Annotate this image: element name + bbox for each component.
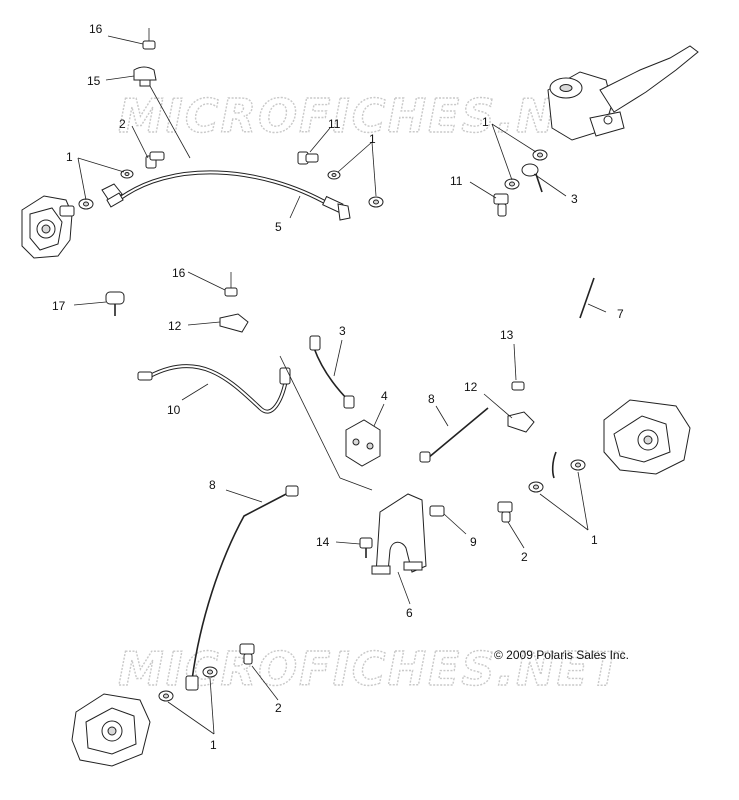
callout-6: 6 [406, 606, 413, 620]
callout-11-top: 11 [328, 117, 341, 131]
callout-10: 10 [167, 403, 181, 417]
clamp-12-mid [219, 313, 249, 333]
front-left-caliper [21, 195, 75, 259]
callout-16-mid: 16 [172, 266, 186, 280]
callout-labels: 16 15 2 11 1 1 5 1 11 3 16 17 12 7 3 13 … [52, 22, 624, 752]
clamp-12-right [507, 411, 535, 433]
brake-line-10 [137, 364, 291, 414]
callout-1-master: 1 [482, 115, 489, 129]
brake-line-3-mid [309, 335, 355, 409]
callout-2-top: 2 [119, 117, 126, 131]
callout-14: 14 [316, 535, 330, 549]
watermark-bottom: MICROFICHES.NET [118, 642, 625, 696]
rod-7 [579, 277, 595, 319]
washers-rear [158, 666, 218, 702]
callout-12-right: 12 [464, 380, 478, 394]
callout-13: 13 [500, 328, 514, 342]
banjo-bolt-2-bottom [239, 643, 255, 665]
callout-16-top: 16 [89, 22, 103, 36]
washers-top-left [78, 169, 384, 210]
brake-line-8-right [419, 407, 489, 463]
callout-3-mid: 3 [339, 324, 346, 338]
rear-caliper [71, 693, 151, 767]
leader-lines [73, 35, 607, 735]
junction-block-4 [345, 419, 381, 467]
bolt-16-top [142, 28, 156, 50]
bolt-9 [429, 505, 445, 517]
copyright-notice: © 2009 Polaris Sales Inc. [494, 648, 629, 662]
fitting-3-top [521, 163, 543, 193]
brake-line-8-bottom [185, 485, 299, 691]
bolt-16-mid [224, 272, 238, 297]
bracket-6 [371, 493, 427, 575]
callout-9: 9 [470, 535, 477, 549]
banjo-bolt-2-right [497, 501, 513, 523]
washers-right-caliper [528, 451, 586, 493]
clip-17 [105, 291, 125, 316]
callout-17: 17 [52, 299, 66, 313]
callout-5: 5 [275, 220, 282, 234]
bolt-13 [511, 381, 525, 391]
callout-2-right: 2 [521, 550, 528, 564]
callout-3-top: 3 [571, 192, 578, 206]
banjo-bolt-11-right [493, 193, 509, 217]
callout-11-right: 11 [450, 174, 463, 188]
master-cylinder [547, 45, 699, 141]
callout-8-bottom: 8 [209, 478, 216, 492]
callout-12-mid: 12 [168, 319, 182, 333]
callout-8-right: 8 [428, 392, 435, 406]
callout-7: 7 [617, 307, 624, 321]
clamp-15 [133, 66, 157, 87]
callout-1-rear: 1 [210, 738, 217, 752]
callout-4: 4 [381, 389, 388, 403]
callout-1-top-left: 1 [66, 150, 73, 164]
bolt-14 [359, 537, 373, 558]
banjo-bolt-11-top [297, 151, 319, 165]
callout-15: 15 [87, 74, 101, 88]
brake-hose-front [101, 170, 351, 221]
callout-2-bottom: 2 [275, 701, 282, 715]
callout-1-right-caliper: 1 [591, 533, 598, 547]
callout-1-top-right: 1 [369, 132, 376, 146]
front-right-caliper [603, 399, 691, 475]
banjo-bolt-2-top [145, 151, 165, 169]
watermark-top: MICROFICHES.NET [118, 89, 625, 143]
